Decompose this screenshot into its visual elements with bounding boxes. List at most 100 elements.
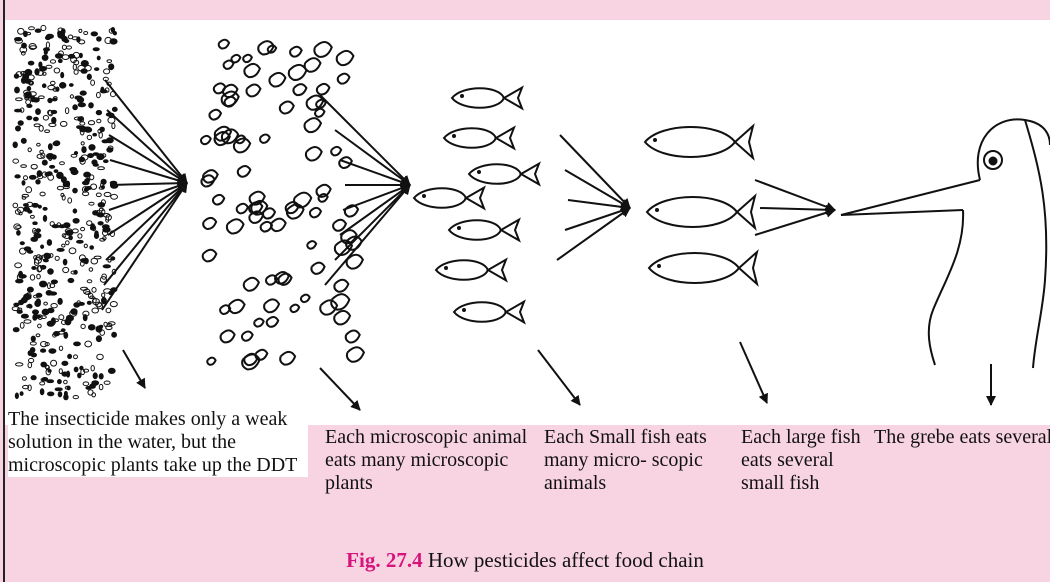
microscopic-animal	[315, 109, 324, 117]
plant-cell	[40, 192, 45, 196]
plant-cell	[32, 203, 38, 207]
plant-cell	[42, 84, 46, 88]
fish-eye	[422, 194, 426, 198]
arrow	[320, 95, 410, 185]
plant-cell	[102, 225, 109, 229]
plant-cell	[35, 301, 41, 307]
plant-cell	[30, 215, 34, 218]
plant-cell	[33, 222, 37, 225]
fish-body	[454, 302, 506, 322]
top-band	[0, 0, 1050, 20]
plant-cell	[71, 169, 78, 174]
plant-cell	[33, 98, 39, 102]
fish-eye	[657, 264, 661, 268]
plant-cell	[73, 105, 78, 110]
microscopic-animal	[260, 135, 270, 143]
plant-cell	[85, 341, 92, 347]
plant-cell	[51, 360, 57, 366]
plant-cell	[20, 242, 24, 245]
plant-cell	[50, 165, 55, 168]
plant-cell	[31, 237, 38, 241]
plant-cell	[64, 380, 68, 384]
plant-cell	[58, 392, 62, 397]
plant-cell	[45, 36, 50, 40]
plant-cell	[62, 55, 69, 60]
arrow	[568, 200, 630, 208]
plant-cell	[28, 304, 32, 307]
plant-cell	[36, 109, 41, 115]
plant-cell	[30, 275, 34, 280]
microscopic-animal	[264, 299, 279, 312]
plant-cell	[41, 245, 44, 248]
plant-cell	[33, 310, 39, 314]
plant-cell	[62, 244, 65, 247]
microscopic-animal	[301, 295, 310, 302]
plant-cell	[40, 281, 47, 287]
fish-body	[452, 88, 504, 108]
plant-cell	[104, 69, 110, 74]
plant-cell	[13, 142, 17, 148]
fish-body	[449, 220, 501, 240]
plant-cell	[56, 87, 59, 91]
arrows-plants-to-animals	[102, 80, 187, 310]
plant-cell	[13, 159, 19, 163]
plant-cell	[108, 368, 115, 373]
plant-cell	[48, 144, 52, 150]
plant-cell	[47, 240, 51, 246]
microscopic-animal	[229, 300, 245, 313]
plant-cell	[93, 373, 97, 379]
fish-eye	[460, 94, 464, 98]
plant-cell	[98, 167, 105, 170]
plant-cell	[28, 148, 31, 152]
microscopic-animal	[244, 64, 260, 77]
plant-cell	[95, 231, 98, 236]
plant-cell	[92, 308, 99, 313]
plant-cell	[57, 186, 63, 190]
plant-cell	[88, 121, 94, 125]
arrow	[755, 180, 835, 210]
plant-cell	[31, 336, 35, 341]
plant-cell	[43, 207, 47, 210]
plant-cell	[37, 143, 41, 146]
plant-cell	[59, 346, 62, 350]
plant-cell	[42, 55, 48, 60]
plant-cell	[22, 181, 25, 186]
plant-cell	[29, 175, 36, 179]
plant-cell	[58, 298, 62, 304]
plant-cell	[87, 280, 92, 283]
plant-cell	[70, 95, 73, 98]
plant-cell	[99, 384, 103, 389]
arrows-animals-to-small-fish	[320, 95, 410, 285]
plant-cell	[61, 72, 64, 77]
fish-tail	[488, 260, 506, 281]
food-chain-svg	[5, 20, 1050, 425]
plant-cell	[64, 394, 68, 399]
fish-body	[414, 188, 466, 208]
plant-cell	[74, 152, 77, 155]
figure-caption: Fig. 27.4 How pesticides affect food cha…	[0, 548, 1050, 573]
plant-cell	[54, 141, 60, 145]
plant-cell	[84, 244, 87, 248]
plant-cell	[33, 315, 37, 321]
plant-cell	[78, 302, 84, 305]
plant-cell	[93, 48, 99, 51]
plant-cell	[40, 389, 44, 395]
plant-cell	[80, 91, 86, 95]
caption-plants: The insecticide makes only a weak soluti…	[8, 408, 308, 477]
plant-cell	[15, 87, 20, 93]
plant-cell	[40, 67, 47, 71]
plant-cell	[57, 172, 64, 178]
microscopic-animals	[201, 40, 364, 370]
plant-cell	[83, 382, 89, 386]
caption-large-fish: Each large fish eats several small fish	[741, 426, 881, 495]
fish-eye	[653, 138, 657, 142]
plant-cell	[16, 98, 23, 101]
plant-cell	[87, 74, 91, 79]
plant-cell	[50, 60, 55, 63]
microscopic-animal	[244, 278, 259, 291]
plant-cell	[73, 209, 77, 213]
microscopic-animal	[266, 275, 277, 284]
plant-cell	[14, 303, 19, 306]
plant-cell	[15, 393, 18, 399]
plant-cell	[102, 293, 105, 297]
